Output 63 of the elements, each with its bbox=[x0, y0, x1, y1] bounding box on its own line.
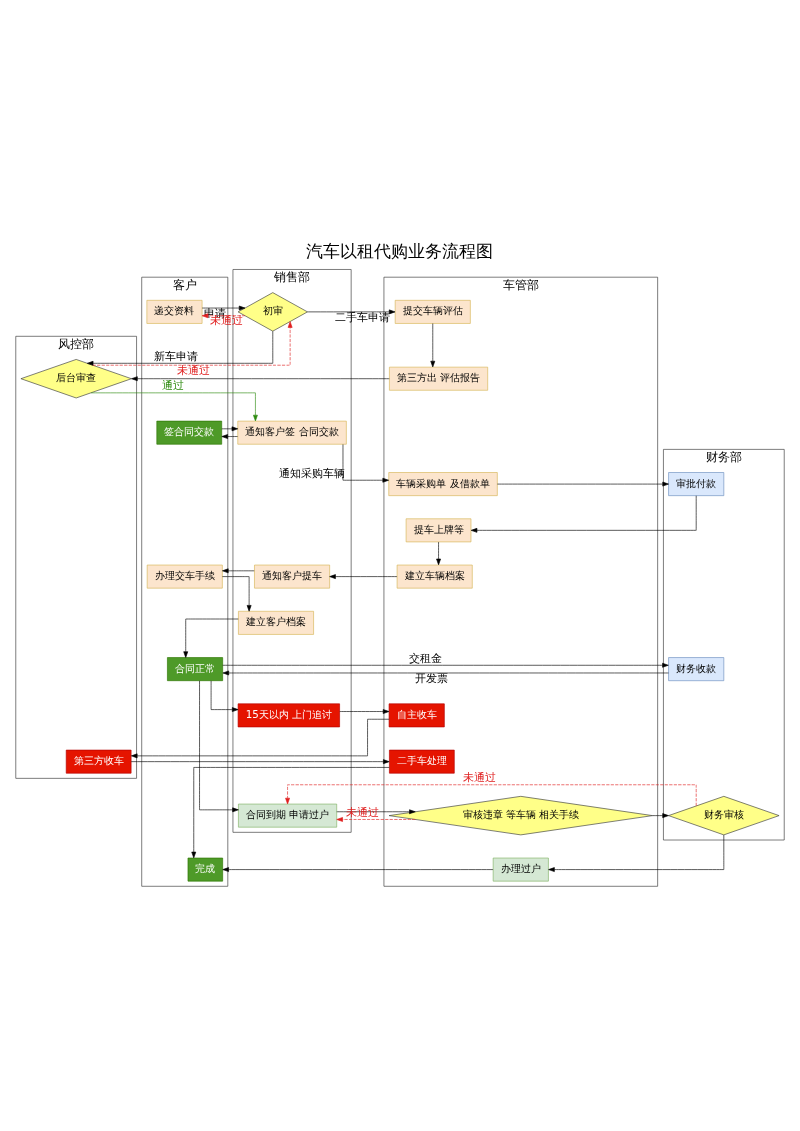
arrow bbox=[336, 816, 416, 822]
arrow bbox=[430, 322, 436, 367]
node-box: 车辆采购单 及借款单 bbox=[388, 471, 498, 496]
node-box: 完成 bbox=[187, 857, 223, 881]
node-box: 提交车辆评估 bbox=[394, 299, 471, 324]
edge-label: 通过 bbox=[162, 378, 185, 392]
arrow bbox=[436, 541, 441, 565]
arrow bbox=[221, 433, 238, 439]
node-box: 合同正常 bbox=[167, 656, 223, 681]
arrow bbox=[548, 834, 725, 872]
arrow bbox=[339, 708, 390, 714]
arrow bbox=[183, 618, 239, 658]
arrow bbox=[652, 812, 669, 818]
arrow bbox=[221, 426, 239, 431]
node-box: 15天以内 上门追讨 bbox=[237, 703, 340, 727]
arrow bbox=[470, 494, 697, 533]
edge-label: 新车申请 bbox=[154, 349, 199, 363]
node-diamond: 审核违章 等车辆 相关手续 bbox=[388, 795, 653, 835]
arrow bbox=[87, 330, 274, 366]
arrow bbox=[130, 758, 390, 764]
arrow bbox=[329, 573, 398, 579]
arrow bbox=[131, 375, 390, 381]
arrow bbox=[307, 309, 396, 314]
arrow bbox=[222, 662, 669, 668]
node-box: 审批付款 bbox=[668, 471, 725, 496]
edge-label: 未通过 bbox=[177, 363, 211, 377]
arrow bbox=[191, 766, 390, 858]
node-box: 自主收车 bbox=[388, 703, 445, 727]
node-box: 办理交车手续 bbox=[146, 564, 223, 588]
node-diamond: 财务审核 bbox=[668, 795, 780, 835]
arrow bbox=[285, 783, 697, 806]
arrow bbox=[210, 680, 239, 712]
node-box: 建立车辆档案 bbox=[396, 564, 473, 588]
diagram-title: 汽车以租代购业务流程图 bbox=[306, 240, 494, 260]
node-box: 合同到期 申请过户 bbox=[238, 803, 338, 827]
edge-label: 开发票 bbox=[415, 671, 449, 685]
node-box: 办理过户 bbox=[492, 857, 549, 881]
arrow bbox=[92, 320, 293, 366]
arrow bbox=[222, 567, 255, 573]
node-box: 第三方收车 bbox=[65, 749, 132, 774]
node-box: 财务收款 bbox=[668, 656, 725, 681]
node-box: 提车上牌等 bbox=[405, 517, 472, 542]
arrow bbox=[199, 680, 239, 812]
node-box: 签合同交款 bbox=[156, 420, 222, 445]
node-box: 二手车处理 bbox=[389, 749, 455, 774]
edge-label: 交租金 bbox=[409, 651, 443, 665]
node-box: 建立客户档案 bbox=[238, 610, 314, 635]
arrow bbox=[201, 305, 246, 310]
arrow bbox=[342, 443, 389, 483]
node-box: 第三方出 评估报告 bbox=[389, 366, 488, 391]
arrow bbox=[222, 670, 669, 675]
arrow bbox=[90, 392, 258, 421]
edge-label: 未通过 bbox=[345, 805, 379, 819]
arrow bbox=[222, 575, 252, 611]
arrow bbox=[222, 866, 494, 872]
edge-label: 通知采购车辆 bbox=[278, 466, 345, 480]
arrow bbox=[201, 312, 246, 318]
node-box: 递交资料 bbox=[146, 299, 203, 324]
edge-label: 未通过 bbox=[462, 770, 496, 784]
arrow bbox=[131, 718, 390, 758]
node-box: 通知客户签 合同交款 bbox=[237, 420, 347, 445]
node-box: 通知客户提车 bbox=[254, 564, 330, 588]
arrow bbox=[497, 481, 669, 486]
